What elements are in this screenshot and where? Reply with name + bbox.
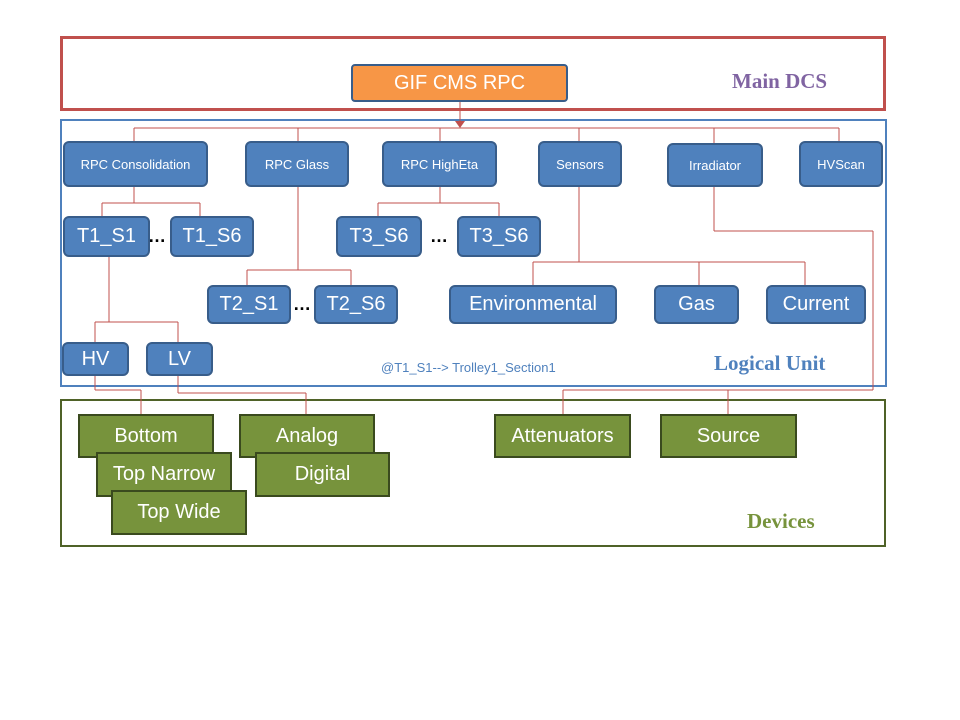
ellipsis-t2: … [293, 294, 311, 314]
unit-hv[interactable]: HV [62, 342, 129, 376]
unit-t3-s6-b[interactable]: T3_S6 [457, 216, 541, 257]
devices-title: Devices [747, 509, 815, 533]
devices-frame [60, 399, 886, 547]
unit-lv[interactable]: LV [146, 342, 213, 376]
unit-t2-s6[interactable]: T2_S6 [314, 285, 398, 324]
logical-unit-frame [60, 119, 887, 387]
unit-t1-s1[interactable]: T1_S1 [63, 216, 150, 257]
device-digital[interactable]: Digital [255, 452, 390, 497]
unit-current[interactable]: Current [766, 285, 866, 324]
ellipsis-t3: … [430, 226, 448, 246]
unit-t2-s1[interactable]: T2_S1 [207, 285, 291, 324]
mapping-note: @T1_S1--> Trolley1_Section1 [381, 360, 556, 375]
category-rpc-higheta[interactable]: RPC HighEta [382, 141, 497, 187]
category-irradiator[interactable]: Irradiator [667, 143, 763, 187]
device-source[interactable]: Source [660, 414, 797, 458]
unit-t3-s6-a[interactable]: T3_S6 [336, 216, 422, 257]
unit-environmental[interactable]: Environmental [449, 285, 617, 324]
category-hvscan[interactable]: HVScan [799, 141, 883, 187]
device-top-wide[interactable]: Top Wide [111, 490, 247, 535]
category-rpc-glass[interactable]: RPC Glass [245, 141, 349, 187]
device-attenuators[interactable]: Attenuators [494, 414, 631, 458]
arrow-head [455, 121, 465, 128]
device-analog[interactable]: Analog [239, 414, 375, 458]
root-node[interactable]: GIF CMS RPC [351, 64, 568, 102]
category-rpc-consolidation[interactable]: RPC Consolidation [63, 141, 208, 187]
main-dcs-title: Main DCS [732, 69, 828, 93]
unit-t1-s6[interactable]: T1_S6 [170, 216, 254, 257]
device-bottom[interactable]: Bottom [78, 414, 214, 458]
device-top-narrow[interactable]: Top Narrow [96, 452, 232, 497]
unit-gas[interactable]: Gas [654, 285, 739, 324]
ellipsis-t1: … [148, 226, 166, 246]
category-sensors[interactable]: Sensors [538, 141, 622, 187]
logical-unit-title: Logical Unit [714, 351, 826, 375]
main-dcs-frame [60, 36, 886, 111]
